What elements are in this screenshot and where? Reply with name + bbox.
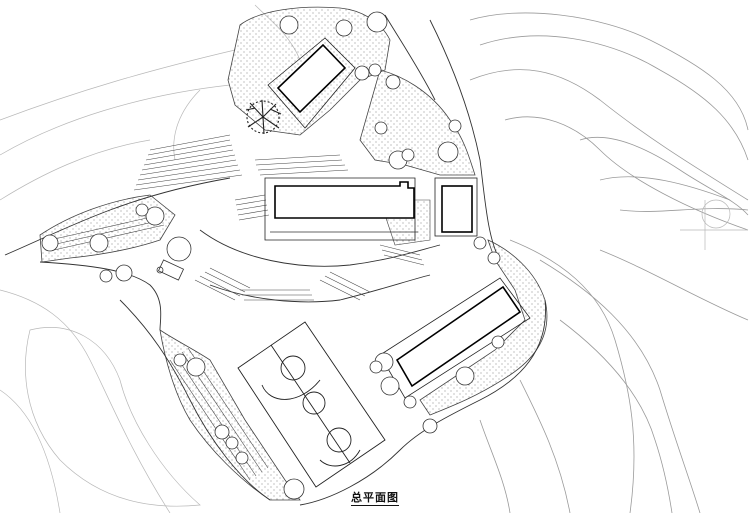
tree-canopy bbox=[491, 335, 505, 349]
tree-canopy bbox=[89, 233, 109, 253]
tree-canopy bbox=[487, 251, 501, 265]
feature-tree-symbol bbox=[245, 99, 282, 135]
basketball-court bbox=[237, 321, 386, 488]
tree-canopy bbox=[369, 360, 383, 374]
tree-canopy bbox=[99, 269, 113, 283]
tree-canopy bbox=[380, 376, 400, 396]
tree-canopy bbox=[368, 63, 382, 77]
tree-canopy bbox=[401, 148, 415, 162]
tree-canopy bbox=[354, 65, 370, 81]
tree-canopy bbox=[448, 119, 462, 133]
tree-canopy bbox=[385, 74, 401, 90]
tree-canopy bbox=[135, 203, 149, 217]
tree-canopy bbox=[235, 451, 249, 465]
tree-canopy bbox=[279, 15, 299, 35]
tree-canopy bbox=[403, 395, 417, 409]
building-main bbox=[264, 177, 418, 241]
tree-canopy bbox=[186, 357, 206, 377]
building-east bbox=[434, 177, 478, 237]
tree-canopy bbox=[41, 234, 59, 252]
buildings bbox=[264, 37, 531, 399]
tree-canopy bbox=[455, 366, 475, 386]
planter-box bbox=[157, 259, 185, 281]
tree-canopy bbox=[173, 353, 187, 367]
tree-canopy bbox=[166, 236, 192, 262]
tree-canopy bbox=[437, 141, 459, 163]
tree-canopy bbox=[225, 436, 239, 450]
tree-canopy bbox=[115, 264, 133, 282]
tree-canopy bbox=[214, 424, 230, 440]
trees bbox=[41, 11, 505, 500]
terrace-steps bbox=[49, 134, 425, 481]
tree-canopy bbox=[145, 206, 165, 226]
tree-canopy bbox=[374, 121, 388, 135]
tree-canopy bbox=[335, 19, 353, 37]
tree-canopy bbox=[366, 11, 388, 33]
building-north bbox=[267, 37, 356, 129]
tree-canopy bbox=[283, 478, 305, 500]
drawing-caption: 总平面图 bbox=[351, 491, 399, 506]
contour-lines bbox=[0, 4, 749, 513]
tree-canopy bbox=[473, 236, 487, 250]
tree-canopy bbox=[422, 418, 438, 434]
